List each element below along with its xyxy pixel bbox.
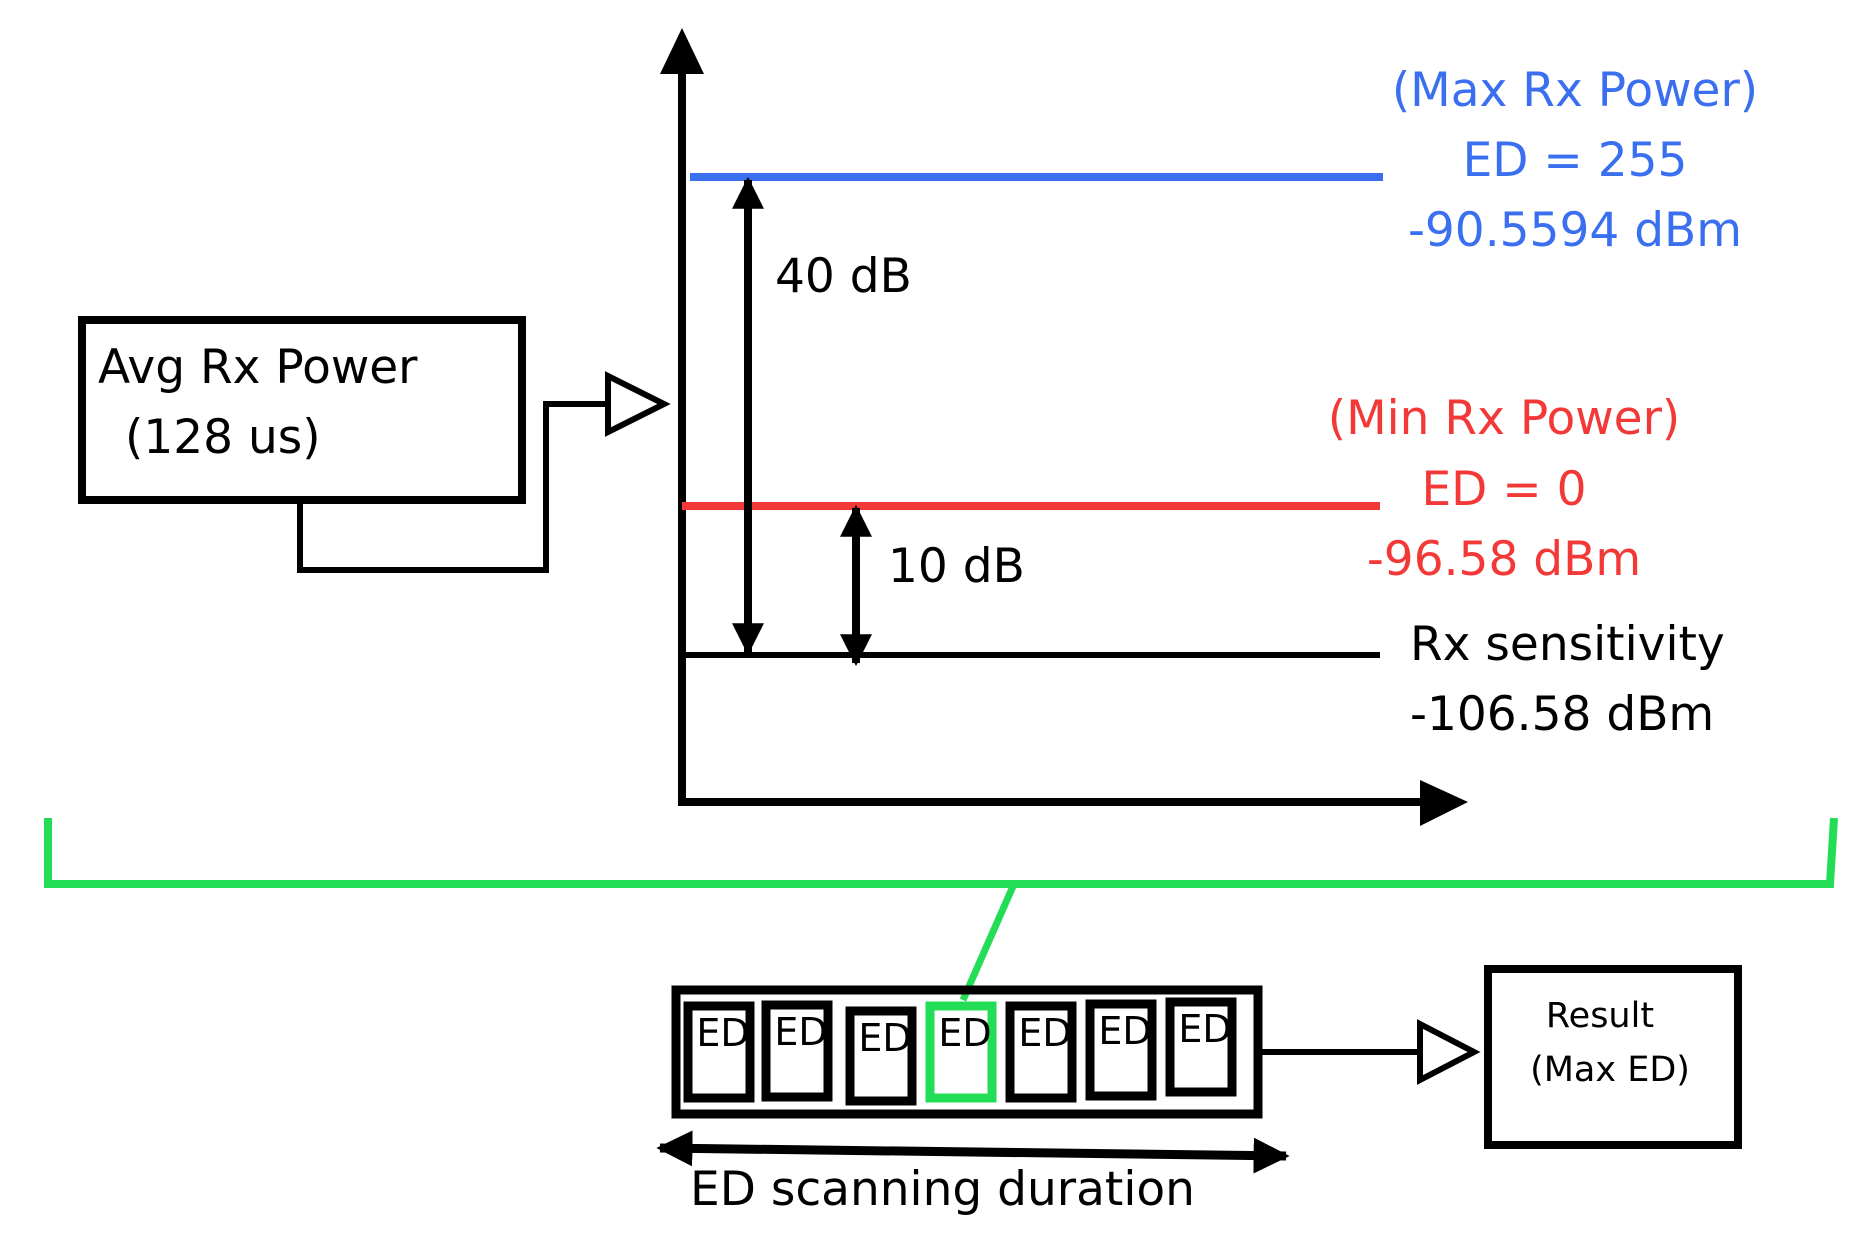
ed-cell [1005, 1001, 1077, 1103]
ed-cell [1165, 997, 1237, 1097]
min-level-dbm: -96.58 dBm [1367, 532, 1641, 587]
min-level-ed: ED = 0 [1421, 462, 1586, 517]
duration-label: ED scanning duration [690, 1162, 1195, 1217]
max-level-ed: ED = 255 [1463, 133, 1688, 188]
sensitivity-dbm: -106.58 dBm [1410, 687, 1714, 742]
avg-arrow-head [605, 371, 671, 437]
avg-box-line2: (128 us) [125, 410, 321, 465]
ed-cell-label: ED [938, 1011, 991, 1055]
y-axis-arrow [660, 28, 704, 74]
green-bracket [44, 817, 1838, 888]
ed-cell [1085, 999, 1157, 1101]
ed-cell [683, 1001, 755, 1103]
ed-cell [761, 1000, 833, 1102]
ed-cell-highlighted [925, 1001, 997, 1103]
result-line1: Result [1546, 996, 1654, 1036]
ed-buffer-frame [671, 985, 1263, 1119]
green-bracket-connector [959, 882, 1018, 1002]
x-axis-arrow [1420, 780, 1468, 826]
avg-connector [297, 401, 610, 573]
result-line2: (Max ED) [1530, 1050, 1690, 1090]
ed-cell-label: ED [1018, 1011, 1071, 1055]
min-level-title: (Min Rx Power) [1328, 391, 1681, 446]
max-level-dbm: -90.5594 dBm [1408, 203, 1742, 258]
ed-cell-label: ED [858, 1016, 911, 1060]
duration-arrow [656, 1130, 1290, 1174]
span-40db-label: 40 dB [775, 249, 912, 304]
ed-cell-label: ED [1098, 1009, 1151, 1053]
ed-cell-label: ED [774, 1010, 827, 1054]
ed-cells-group: ED ED ED ED ED ED ED [683, 997, 1237, 1106]
result-arrow-head [1417, 1019, 1481, 1085]
avg-box-line1: Avg Rx Power [98, 340, 418, 395]
sensitivity-title: Rx sensitivity [1410, 617, 1725, 672]
ed-cell [845, 1006, 917, 1106]
ed-cell-label: ED [1178, 1007, 1231, 1051]
max-level-title: (Max Rx Power) [1392, 63, 1758, 118]
span-10db-label: 10 dB [888, 539, 1025, 594]
ed-cell-label: ED [696, 1011, 749, 1055]
result-box [1484, 965, 1742, 1149]
